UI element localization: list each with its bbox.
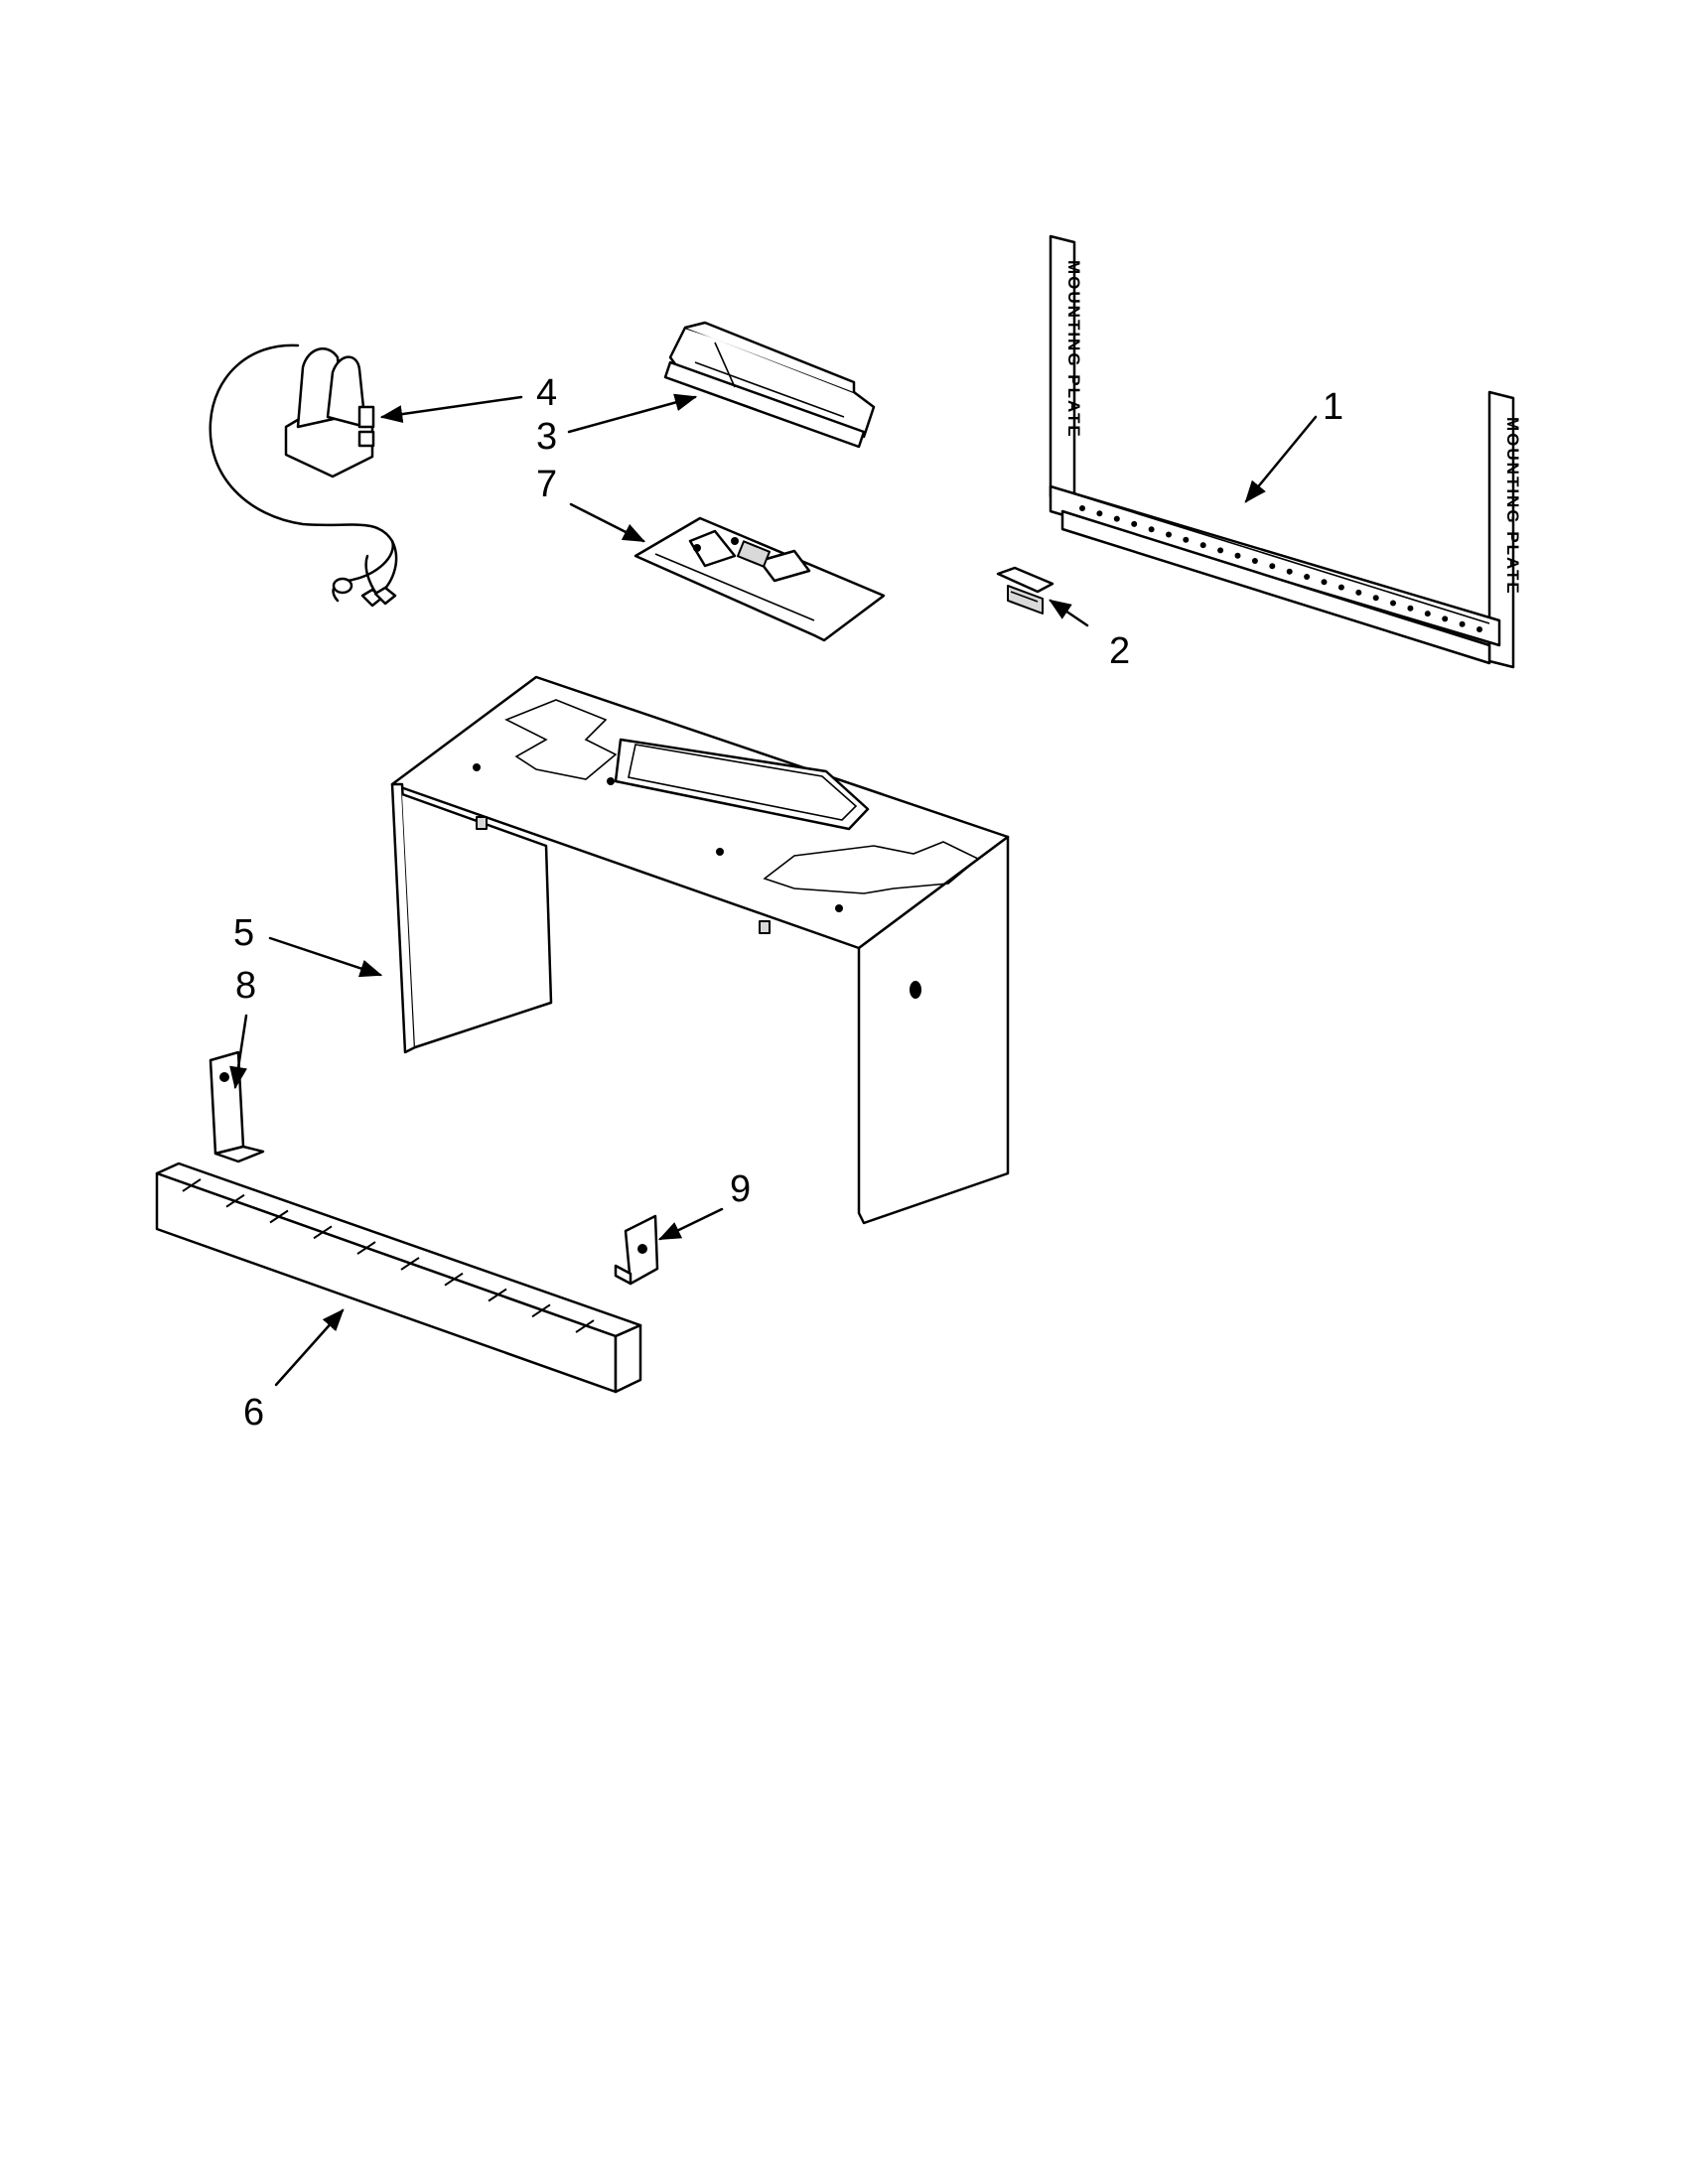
mounting-hole	[1442, 615, 1449, 622]
grille-slat	[313, 1225, 333, 1240]
part-top-plate	[633, 516, 886, 642]
callout-7: 7	[536, 464, 557, 505]
leader-6	[274, 1308, 345, 1387]
mounting-hole	[1199, 542, 1206, 549]
part-power-cord	[209, 343, 398, 608]
callout-1: 1	[1323, 386, 1343, 428]
mounting-plate-embossed-text-left: MOUNTING PLATE	[1064, 260, 1083, 439]
part-mounting-plate: MOUNTING PLATE MOUNTING PLATE	[1049, 234, 1522, 669]
part-right-bracket	[614, 1214, 659, 1286]
mounting-hole	[1131, 520, 1138, 527]
leader-1	[1244, 415, 1318, 503]
part-vent-grille	[155, 1161, 642, 1394]
grille-slat	[575, 1319, 595, 1333]
mounting-hole	[1355, 589, 1362, 596]
mounting-hole	[1459, 620, 1466, 627]
mounting-hole	[1337, 584, 1344, 591]
mounting-plate-embossed-text-right: MOUNTING PLATE	[1503, 417, 1522, 596]
mounting-hole	[1390, 600, 1396, 607]
mounting-hole	[1286, 568, 1293, 575]
callout-2: 2	[1109, 630, 1130, 672]
mounting-hole	[1113, 515, 1120, 522]
grille-slat	[356, 1241, 376, 1255]
mounting-hole	[1372, 595, 1379, 602]
mounting-hole	[1166, 531, 1172, 538]
callout-labels: 1 2 3 4 5 6 7 8 9	[233, 372, 1343, 1433]
part-vent-damper	[663, 321, 876, 449]
part-left-bracket	[209, 1050, 265, 1163]
leader-9	[657, 1207, 724, 1241]
mounting-hole	[1477, 626, 1482, 632]
callout-5: 5	[233, 912, 254, 954]
part-small-bracket	[996, 566, 1055, 614]
grille-slat	[488, 1288, 507, 1302]
grille-slat	[531, 1303, 551, 1318]
leader-4	[379, 395, 523, 424]
leader-7	[569, 502, 646, 543]
mounting-hole	[1148, 526, 1155, 533]
leader-8	[229, 1014, 248, 1090]
mounting-hole	[1304, 574, 1311, 580]
mounting-hole	[1217, 547, 1224, 554]
mounting-hole	[1424, 611, 1431, 617]
mounting-hole	[1269, 563, 1276, 570]
callout-6: 6	[243, 1392, 264, 1433]
vent-grille-slats	[182, 1178, 595, 1333]
callout-leaders	[229, 393, 1318, 1387]
mounting-hole	[1234, 552, 1241, 559]
mounting-hole	[1321, 579, 1328, 586]
grille-slat	[182, 1178, 202, 1192]
leader-2	[1049, 599, 1089, 627]
mounting-hole	[1251, 558, 1258, 564]
mounting-hole	[1079, 505, 1085, 511]
grille-slat	[225, 1193, 245, 1208]
callout-4: 4	[536, 372, 557, 414]
mounting-hole	[1096, 510, 1103, 517]
grille-slat	[400, 1257, 420, 1271]
part-cabinet-wrapper	[390, 675, 1010, 1225]
callout-3: 3	[536, 416, 557, 458]
mounting-hole	[1407, 605, 1414, 612]
mounting-plate-holes	[1079, 505, 1482, 632]
grille-slat	[444, 1272, 464, 1287]
grille-slat	[269, 1209, 289, 1224]
callout-8: 8	[235, 965, 256, 1007]
callout-9: 9	[730, 1168, 751, 1210]
mounting-hole	[1183, 536, 1190, 543]
leader-5	[268, 936, 383, 978]
leader-3	[567, 393, 698, 434]
